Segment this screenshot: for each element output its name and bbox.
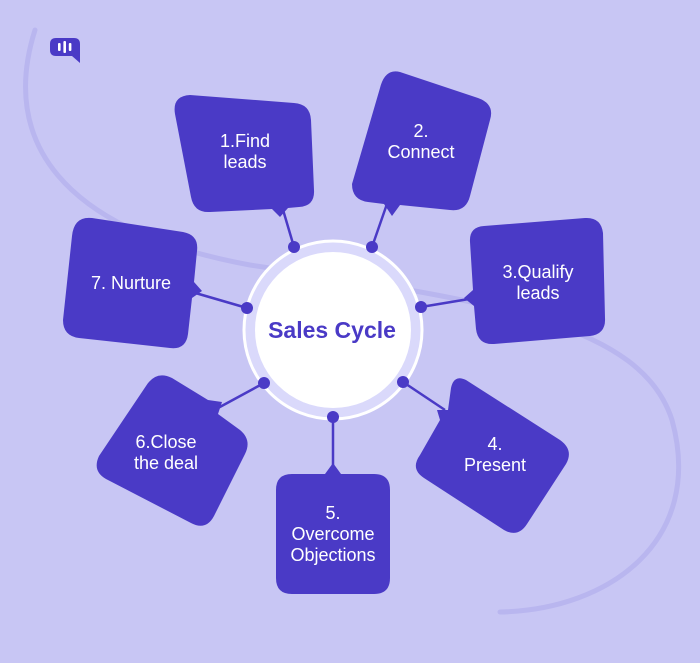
dot-step-2 <box>366 241 378 253</box>
connector-step-7 <box>191 290 248 310</box>
dot-step-6 <box>258 377 270 389</box>
bubble-step-6 <box>96 375 248 526</box>
center-circle <box>255 252 411 408</box>
connector-step-6 <box>217 381 265 410</box>
center-title: Sales Cycle <box>268 316 396 343</box>
bubble-step-7 <box>63 217 202 349</box>
dot-step-3 <box>415 301 427 313</box>
bubble-step-2 <box>352 71 492 216</box>
connector-step-2 <box>370 200 390 248</box>
bubble-step-1 <box>174 95 315 217</box>
connector-step-4 <box>402 380 446 412</box>
step-bubbles <box>63 71 606 594</box>
bubble-step-3 <box>464 217 606 345</box>
dot-step-4 <box>397 376 409 388</box>
bubble-step-4 <box>415 378 569 533</box>
chat-bubble-logo-icon <box>50 38 80 63</box>
connector-dots <box>241 241 427 423</box>
dot-step-5 <box>327 411 339 423</box>
dot-step-7 <box>241 302 253 314</box>
dot-step-1 <box>288 241 300 253</box>
bubble-step-5 <box>276 463 390 594</box>
